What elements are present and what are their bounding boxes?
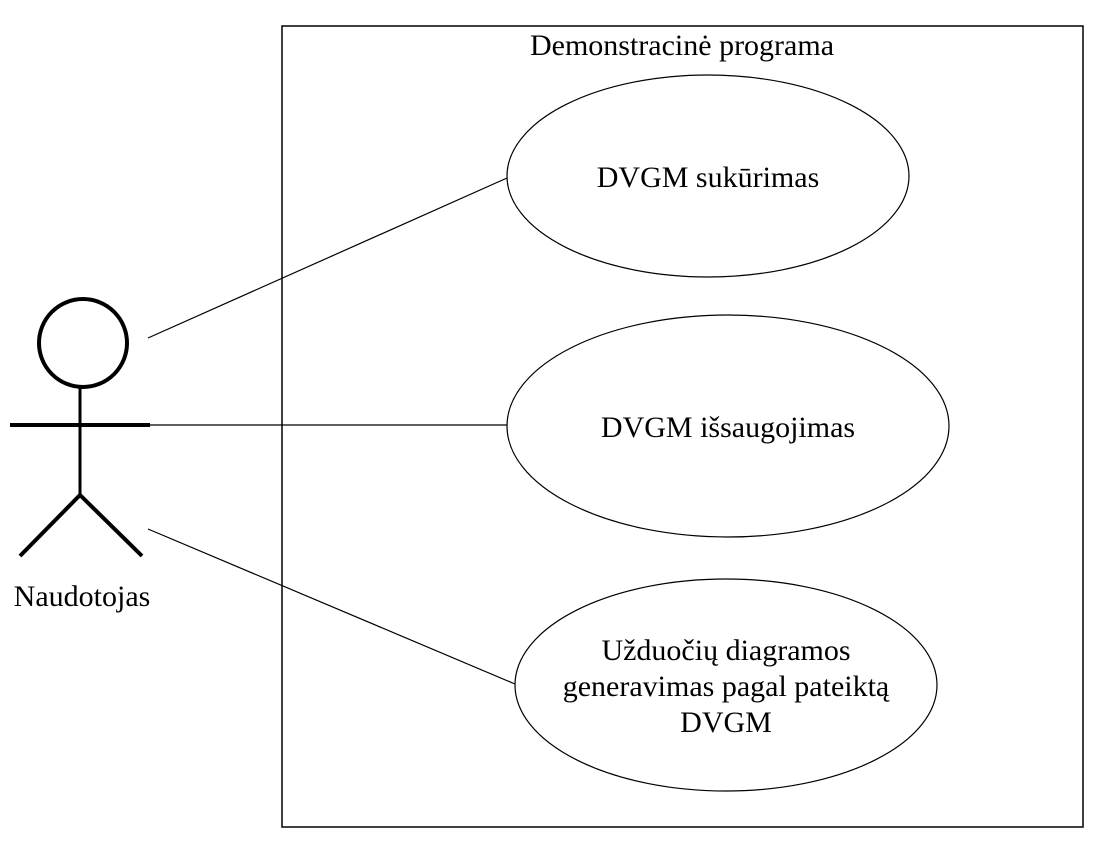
association-line-1 <box>147 177 508 339</box>
use-case-ellipse <box>506 314 950 538</box>
association-line-3 <box>147 528 516 685</box>
use-case-create: DVGM sukūrimas <box>506 74 910 278</box>
use-case-generate: Užduočių diagramos generavimas pagal pat… <box>514 578 938 792</box>
actor-leg-left <box>18 493 82 558</box>
system-title: Demonstracinė programa <box>530 29 834 62</box>
use-case-ellipse <box>514 578 938 792</box>
use-case-label: DVGM išsaugojimas <box>601 411 855 444</box>
actor-label: Naudotojas <box>14 580 151 613</box>
system-boundary <box>281 25 1084 828</box>
use-case-label-line-2: generavimas pagal pateiktą <box>563 670 890 703</box>
use-case-ellipse <box>506 74 910 278</box>
actor-leg-right <box>78 493 144 558</box>
use-case-save: DVGM išsaugojimas <box>506 314 950 538</box>
actor-figure-icon <box>10 297 150 558</box>
actor-head <box>37 297 129 389</box>
use-case-label: DVGM sukūrimas <box>597 161 820 194</box>
use-case-label-line-1: Užduočių diagramos <box>601 634 850 667</box>
use-case-label-line-3: DVGM <box>680 706 772 739</box>
